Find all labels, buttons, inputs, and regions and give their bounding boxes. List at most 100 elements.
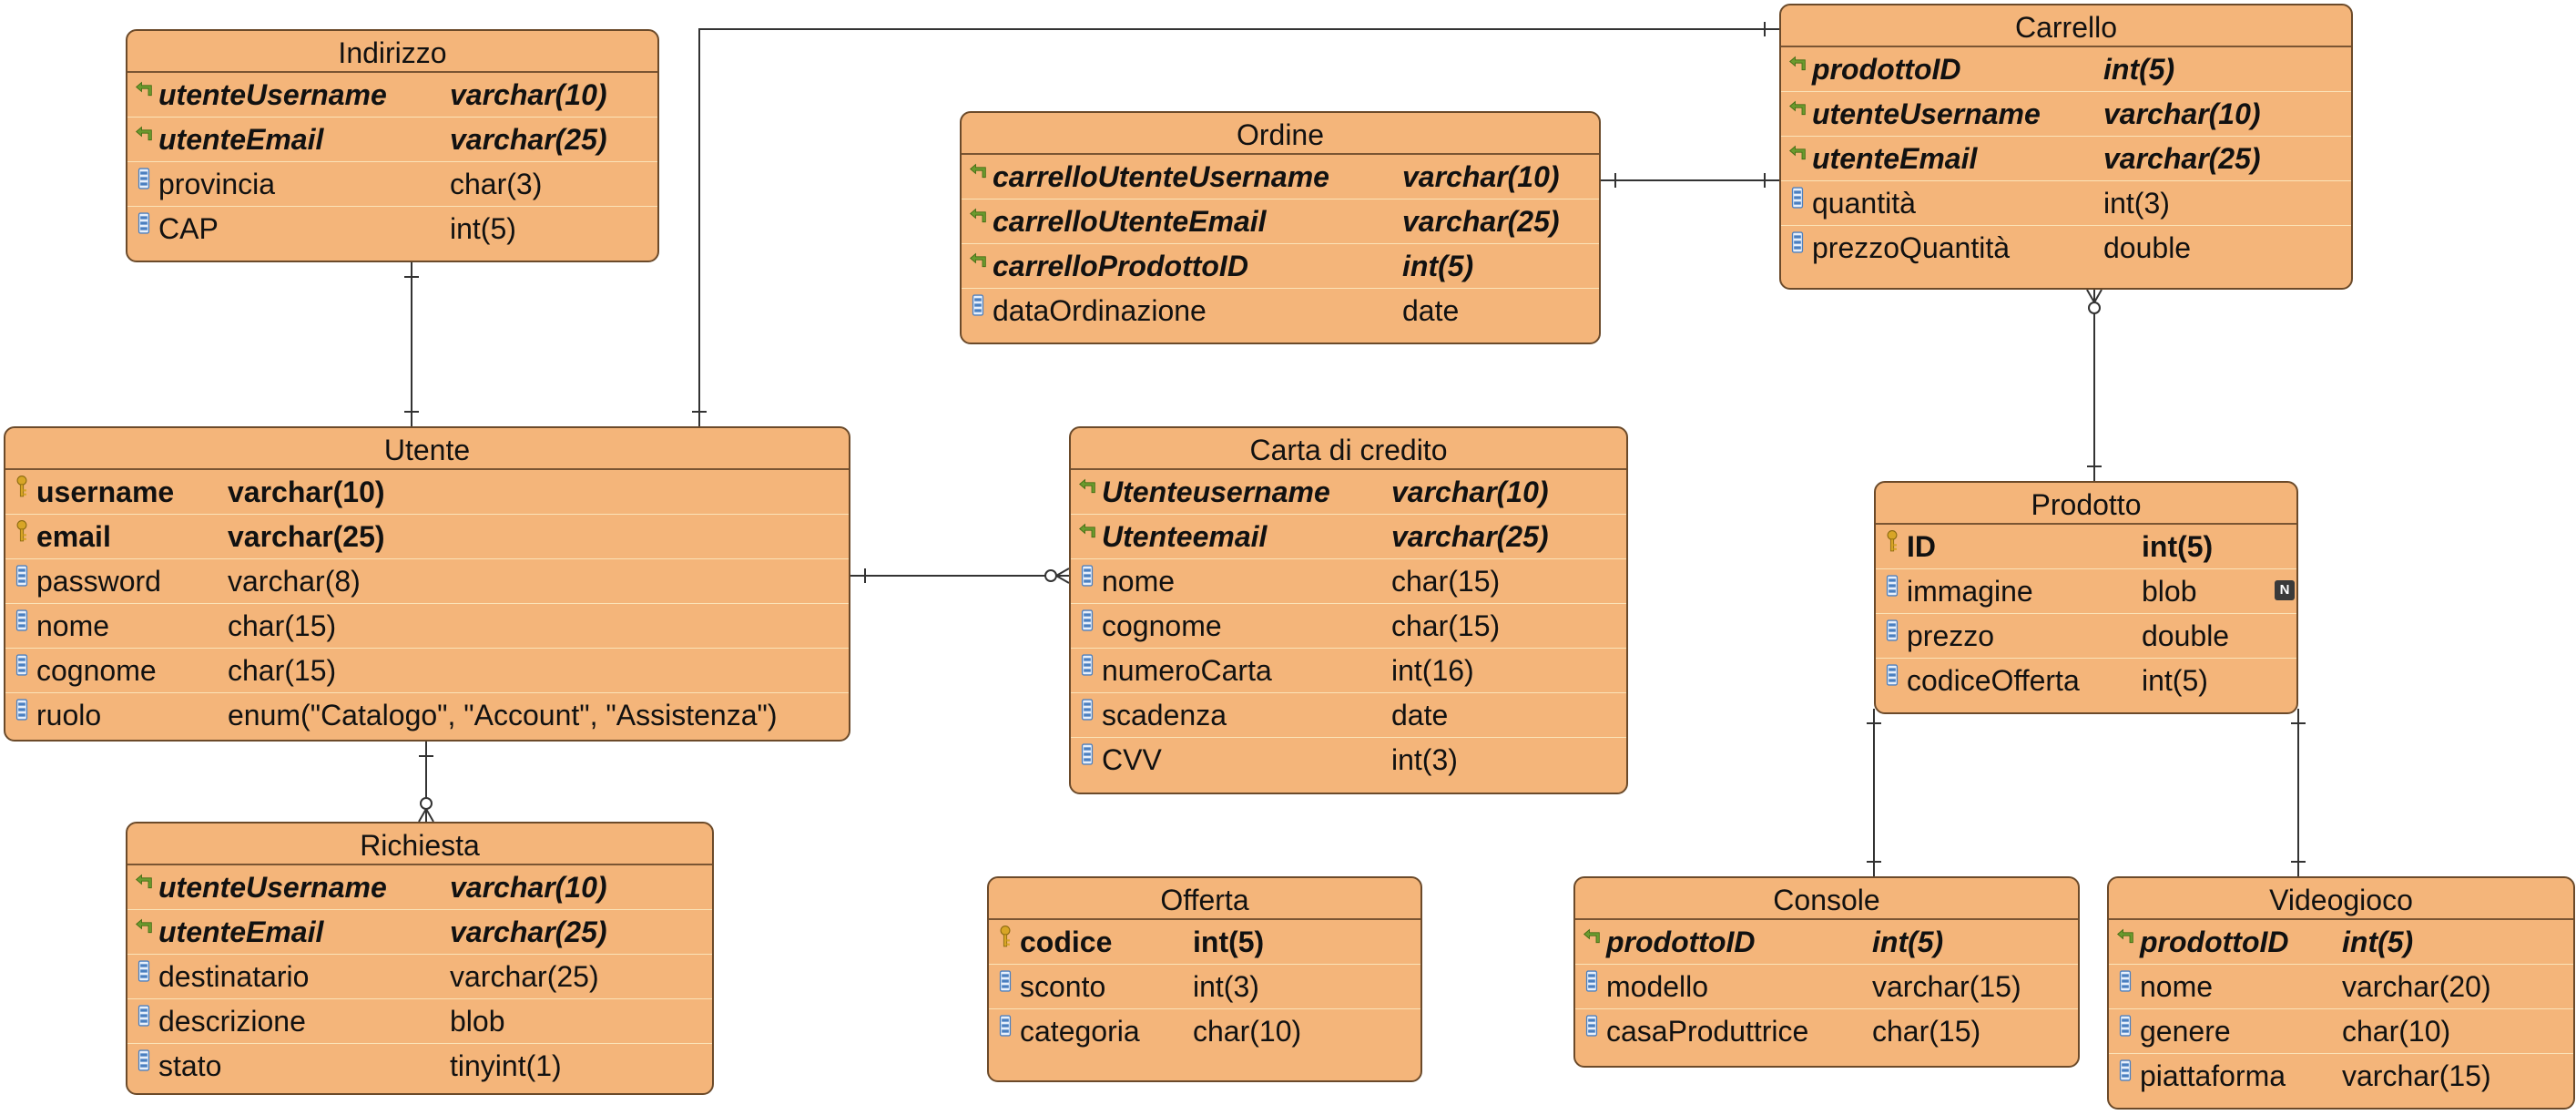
crows-foot xyxy=(425,808,434,823)
relationship-prodotto-carrello[interactable] xyxy=(2086,289,2103,481)
attribute-type: varchar(20) xyxy=(2342,970,2491,1003)
attribute-name: email xyxy=(36,520,111,553)
foreign-key-icon xyxy=(1789,100,1806,116)
column-icon xyxy=(15,609,28,631)
attribute-type: char(15) xyxy=(1391,565,1501,598)
attribute-name: cognome xyxy=(36,654,157,687)
relationship-utente-carta[interactable] xyxy=(850,568,1070,584)
crows-foot xyxy=(1055,575,1070,584)
attribute-name: categoria xyxy=(1020,1015,1140,1048)
column-icon xyxy=(15,699,28,721)
column-icon xyxy=(999,970,1012,992)
column-icon xyxy=(2119,1059,2132,1081)
relationship-prodotto-console[interactable] xyxy=(1867,709,1881,876)
attribute-name: carrelloUtenteUsername xyxy=(993,160,1329,193)
column-icon xyxy=(1886,575,1899,597)
column-icon xyxy=(972,294,984,316)
attribute-type: double xyxy=(2103,231,2192,264)
column-icon xyxy=(1791,187,1804,209)
relationship-utente-carrello[interactable] xyxy=(692,22,1779,426)
column-icon xyxy=(1886,619,1899,641)
attribute-name: genere xyxy=(2140,1015,2231,1048)
relationship-prodotto-videogioco[interactable] xyxy=(2291,709,2306,876)
relationship-utente-richiesta[interactable] xyxy=(418,742,434,823)
attribute-name: provincia xyxy=(158,168,276,200)
attribute-type: char(15) xyxy=(228,609,337,642)
primary-key-icon xyxy=(16,520,27,542)
column-icon xyxy=(1585,1015,1598,1037)
foreign-key-icon xyxy=(2117,928,2133,944)
relationship-ordine-carrello[interactable] xyxy=(1601,173,1779,188)
foreign-key-icon xyxy=(136,81,152,97)
attribute-name: numeroCarta xyxy=(1102,654,1272,687)
column-icon xyxy=(1081,565,1094,587)
column-icon xyxy=(1886,664,1899,686)
cardinality-circle xyxy=(1044,569,1057,582)
crows-foot xyxy=(2093,289,2103,303)
foreign-key-icon xyxy=(970,252,986,268)
relationship-indirizzo-utente[interactable] xyxy=(404,262,419,426)
attribute-name: utenteEmail xyxy=(158,123,324,156)
foreign-key-icon xyxy=(1789,145,1806,160)
entity-title: Richiesta xyxy=(127,823,712,865)
